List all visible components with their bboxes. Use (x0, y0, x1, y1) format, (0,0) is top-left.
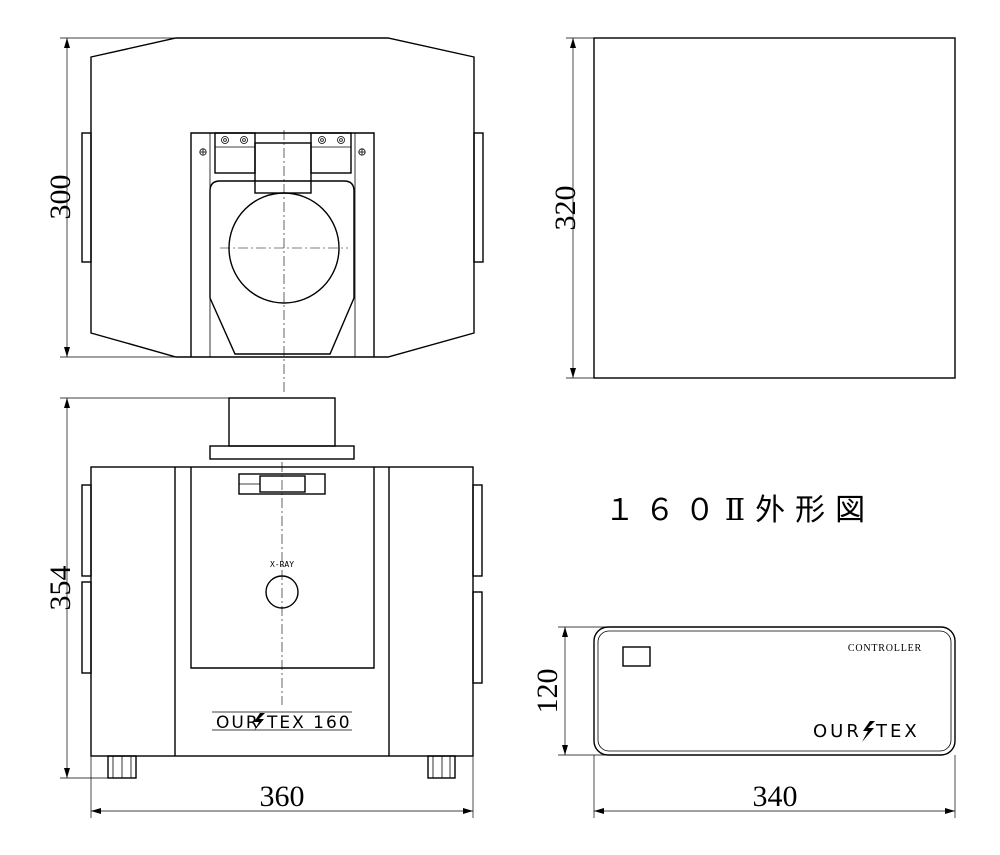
unit-brand-left: OUR (216, 713, 260, 733)
controller-brand-left: OUR (813, 721, 862, 742)
side-view: 320 (549, 37, 956, 379)
xray-label: X-RAY (270, 560, 294, 569)
dimension-main-height-label: 354 (44, 566, 77, 611)
controller-view: CONTROLLER OUR TEX (593, 626, 956, 756)
controller-label: CONTROLLER (848, 643, 922, 654)
dimension-side-height-label: 320 (549, 186, 582, 231)
controller-brand-right: TEX (875, 721, 920, 742)
controller-lightning-bolt-icon (862, 721, 875, 742)
dimension-main-width-label: 360 (260, 780, 305, 813)
dimension-controller-width: 340 (593, 755, 956, 818)
dimension-controller-height: 120 (531, 626, 608, 756)
dimension-front-height-label: 300 (44, 175, 77, 220)
dimension-main-width: 360 (90, 756, 474, 818)
unit-brand-right: TEX 160 (266, 713, 352, 733)
dimension-front-height: 300 (44, 37, 176, 358)
dimension-main-height: 354 (44, 397, 229, 779)
drawing-title: １６０Ⅱ外形図 (605, 493, 875, 528)
dimension-controller-height-label: 120 (531, 669, 564, 714)
dimension-controller-width-label: 340 (753, 780, 798, 813)
top-view (81, 37, 484, 395)
lightning-bolt-icon (254, 713, 265, 731)
front-view: X-RAY OUR TEX 160 (81, 397, 483, 779)
